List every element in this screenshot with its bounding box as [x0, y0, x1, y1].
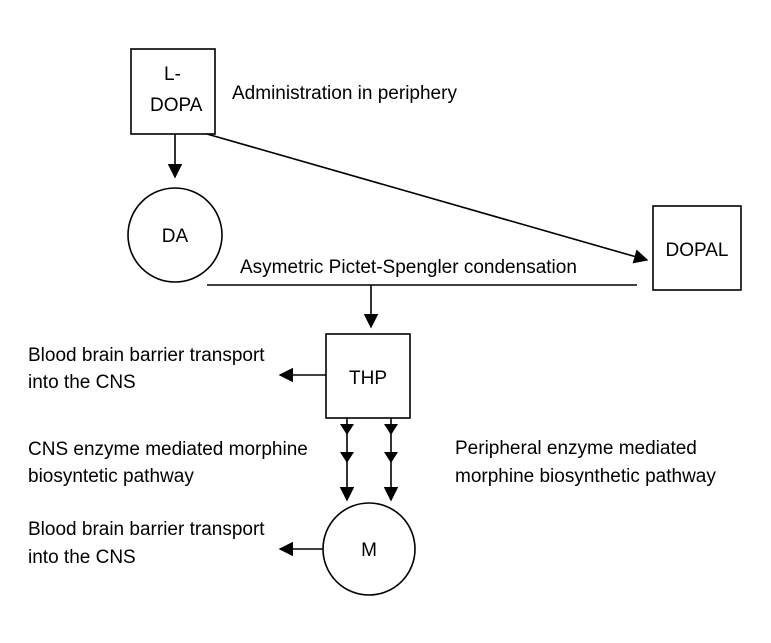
m-label: M: [361, 540, 377, 561]
dopal-node: DOPAL: [652, 205, 742, 291]
bbb-m-label-line2: into the CNS: [28, 547, 136, 568]
ldopa-node: L- DOPA: [130, 48, 216, 135]
cns-pathway-label-line1: CNS enzyme mediated morphine: [28, 439, 308, 460]
bbb-m-label-line1: Blood brain barrier transport: [28, 519, 265, 540]
bbb-thp-label-line1: Blood brain barrier transport: [28, 345, 265, 366]
m-node: M: [322, 502, 416, 596]
arrow-ldopa-to-dopal: [206, 133, 649, 264]
cns-pathway-label-line2: biosyntetic pathway: [28, 466, 194, 487]
da-node: DA: [127, 187, 223, 283]
administration-label: Administration in periphery: [232, 83, 457, 104]
thp-label: THP: [349, 368, 387, 389]
peripheral-pathway-label-line2: morphine biosynthetic pathway: [455, 466, 716, 487]
peripheral-pathway-label-line1: Peripheral enzyme mediated: [455, 438, 697, 459]
arrow-thp-to-m-cns: [339, 418, 355, 502]
condensation-label: Asymetric Pictet-Spengler condensation: [240, 257, 577, 278]
bbb-thp-label-line2: into the CNS: [28, 372, 136, 393]
ldopa-label-line2: DOPA: [150, 95, 203, 116]
ldopa-label-line1: L-: [164, 64, 181, 85]
arrow-thp-to-m-peripheral: [383, 418, 399, 502]
da-label: DA: [162, 226, 189, 247]
thp-node: THP: [325, 333, 411, 419]
dopal-label: DOPAL: [665, 240, 728, 261]
